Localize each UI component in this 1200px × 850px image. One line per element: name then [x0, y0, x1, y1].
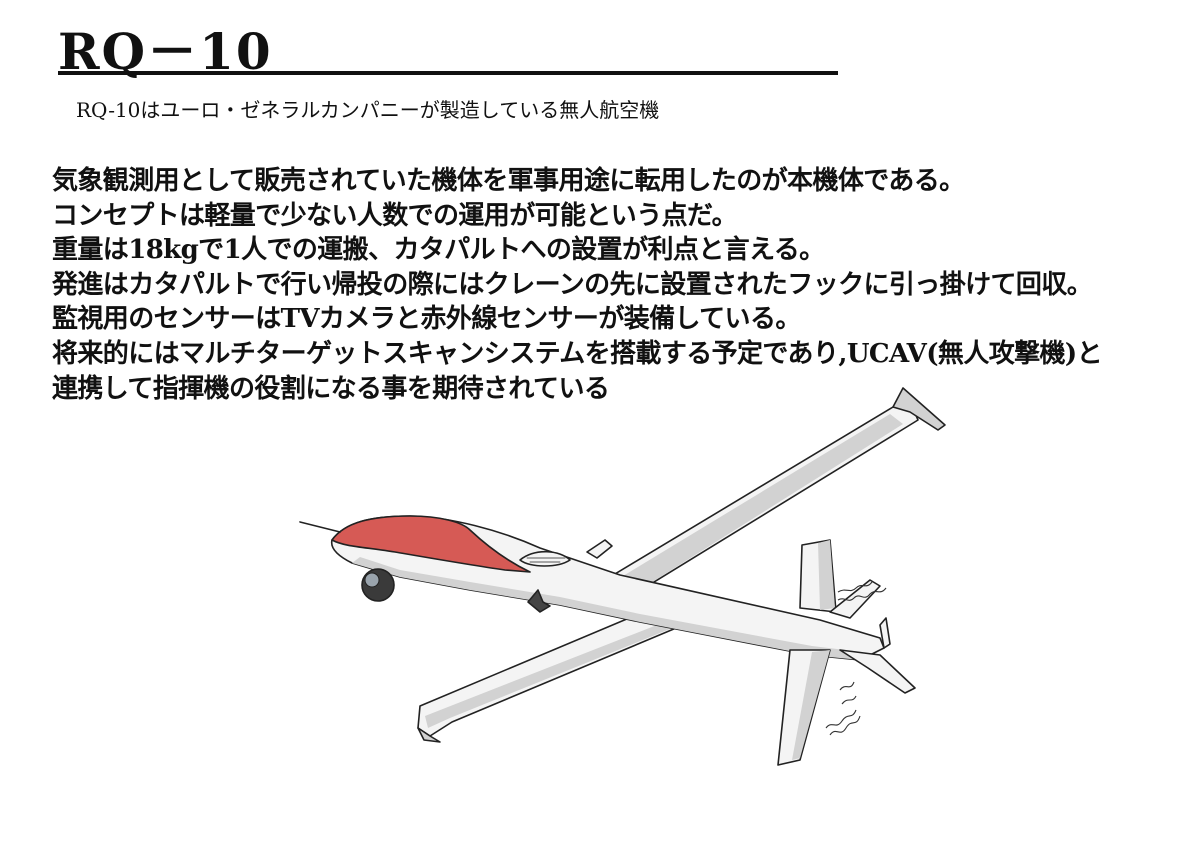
lower-wing-shade: [425, 612, 697, 728]
upper-winglet: [892, 387, 946, 431]
description-line: 重量は18kgで1人での運搬、カタパルトへの設置が利点と言える。: [52, 235, 825, 266]
tail-elevator: [839, 649, 916, 694]
motion-scribbles: [825, 581, 887, 736]
description-text: 気象観測用として販売されていた機体を軍事用途に転用したのが本機体である。 コンセ…: [52, 164, 1103, 406]
upper-wing: [584, 396, 919, 599]
title-underline: [58, 71, 838, 75]
description-line: 将来的にはマルチターゲットスキャンシステムを搭載する予定であり,UCAV(無人攻…: [52, 338, 1103, 369]
description-line: 気象観測用として販売されていた機体を軍事用途に転用したのが本機体である。: [52, 166, 965, 196]
ventral-antenna: [527, 589, 551, 613]
lower-winglet: [417, 727, 441, 743]
vertical-tail-shade: [818, 540, 835, 610]
camera-lens: [364, 572, 380, 588]
nose-cap: [331, 515, 531, 573]
dorsal-hatch-detail: [526, 557, 566, 563]
description-line: 連携して指揮機の役割になる事を期待されている: [52, 373, 610, 404]
upper-wing-shade: [600, 414, 903, 596]
description-line: コンセプトは軽量で少ない人数での運用が可能という点だ。: [52, 200, 738, 231]
propeller: [879, 617, 891, 649]
rear-strut: [586, 539, 613, 559]
fuselage-shade: [352, 557, 862, 660]
drone-illustration: [299, 387, 946, 766]
lower-stabilizer-shade: [792, 650, 830, 760]
description-line: 発進はカタパルトで行い帰投の際にはクレーンの先に設置されたフックに引っ掛けて回収…: [52, 269, 1093, 300]
page-subtitle: RQ-10はユーロ・ゼネラルカンパニーが製造している無人航空機: [76, 98, 660, 122]
pitot-probe: [299, 521, 341, 533]
description-line: 監視用のセンサーはTVカメラと赤外線センサーが装備している。: [52, 304, 801, 335]
upper-stabilizer: [829, 579, 881, 619]
dorsal-hatch: [519, 550, 571, 567]
